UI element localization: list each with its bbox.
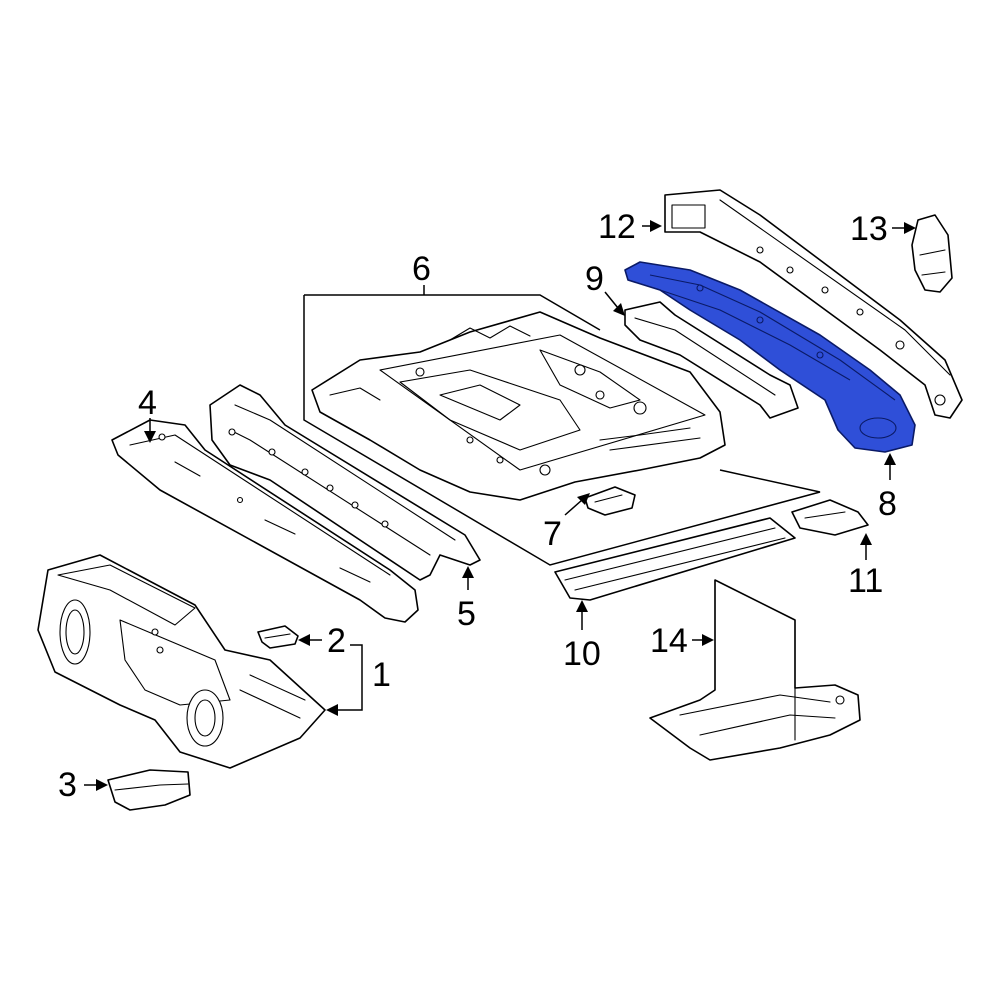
callout-1: 1 — [372, 656, 391, 694]
leader-lines — [84, 220, 916, 791]
callout-6: 6 — [412, 250, 431, 288]
part-10-crossmember — [554, 517, 796, 601]
callout-labels: 1 2 3 4 5 6 7 8 9 10 11 12 13 14 — [58, 208, 897, 804]
part-7-clip — [584, 486, 636, 516]
part-6-group-outline — [303, 295, 821, 566]
part-5-rail — [209, 384, 481, 581]
callout-7: 7 — [543, 515, 562, 553]
part-6-floor-pan — [303, 285, 821, 566]
callout-13: 13 — [850, 210, 888, 248]
callout-5: 5 — [457, 595, 476, 633]
part-3-reinforcement — [107, 769, 191, 811]
part-8-shape — [624, 261, 916, 453]
part-12-rear-panel — [664, 189, 963, 419]
part-1-rear-floor — [37, 554, 326, 769]
part-8-highlighted-reinforcement — [624, 261, 916, 453]
part-4-rail — [111, 419, 419, 623]
part-9-crossmember — [624, 301, 799, 419]
callout-10: 10 — [563, 635, 601, 673]
callout-11: 11 — [848, 562, 883, 600]
callout-14: 14 — [650, 622, 688, 660]
part-13-end-bracket — [911, 214, 953, 293]
callout-12: 12 — [598, 208, 636, 246]
part-11-bracket — [791, 499, 869, 536]
part-14-tub — [649, 579, 861, 761]
callout-3: 3 — [58, 766, 77, 804]
callout-9: 9 — [585, 260, 604, 298]
callout-8: 8 — [878, 485, 897, 523]
callout-2: 2 — [327, 622, 346, 660]
callout-4: 4 — [138, 384, 157, 422]
part-2-bracket — [257, 625, 299, 649]
